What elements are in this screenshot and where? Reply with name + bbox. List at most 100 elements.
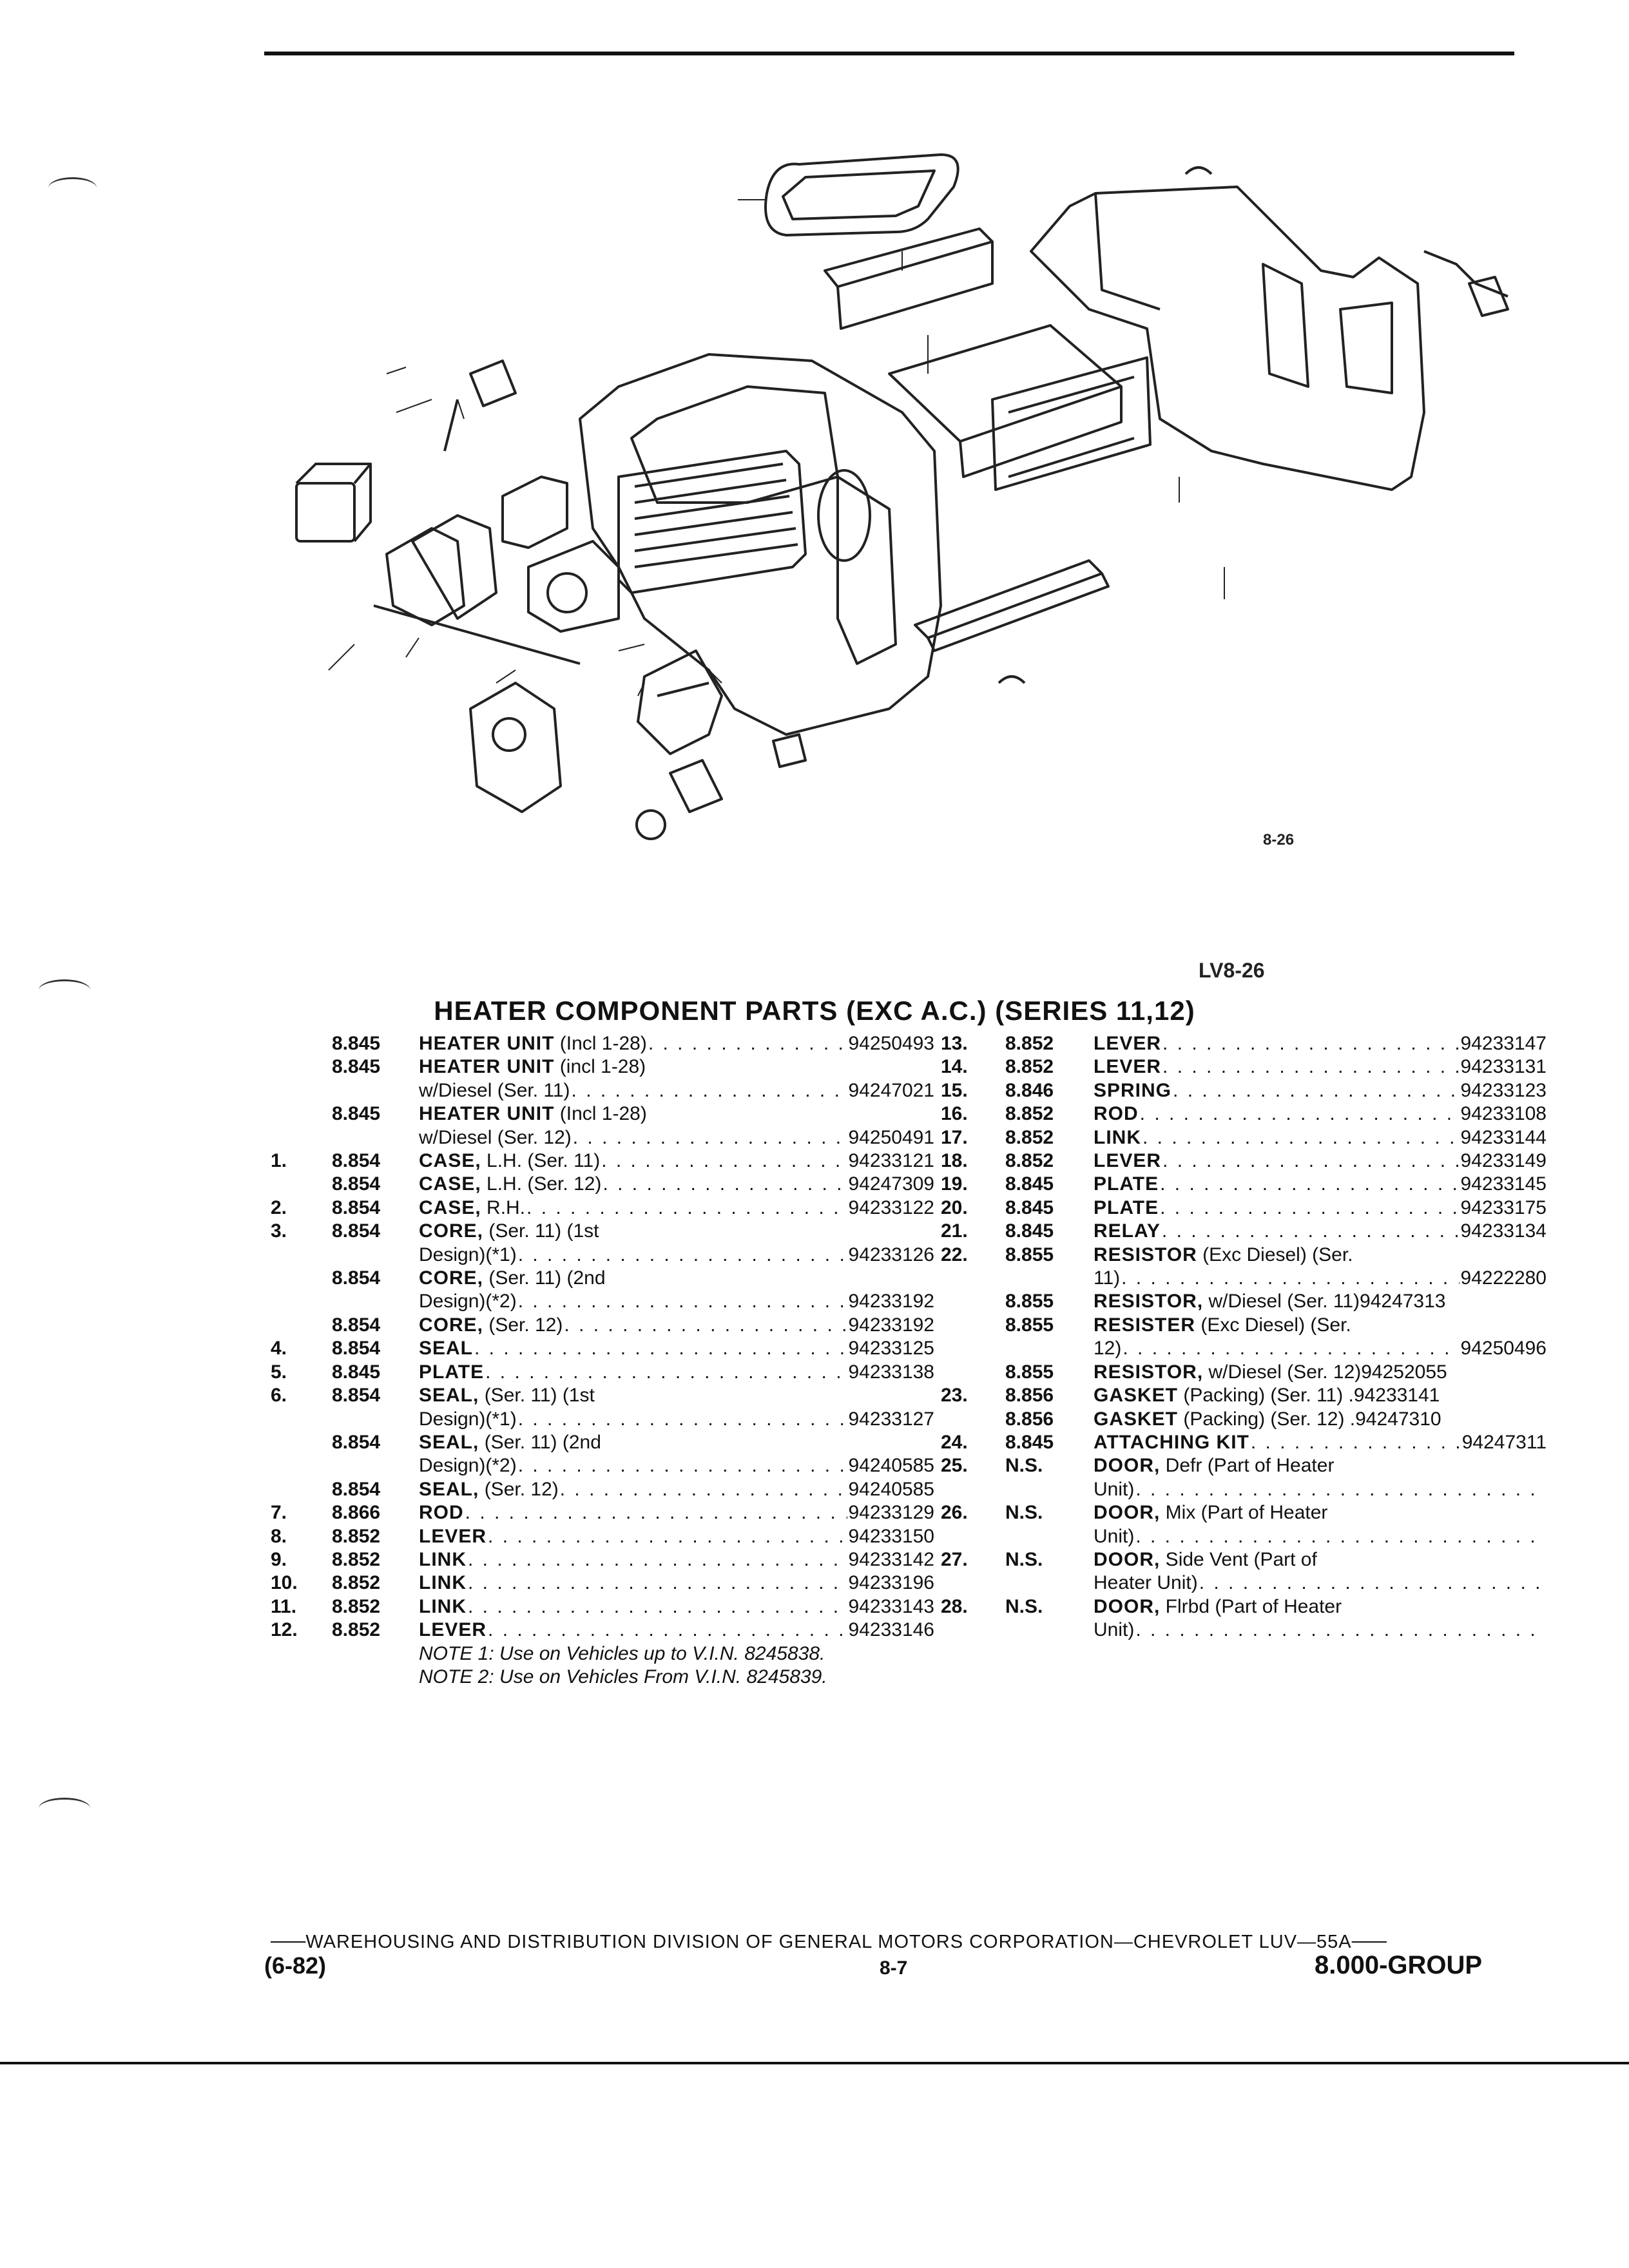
line-number: 20. bbox=[941, 1196, 968, 1218]
leader-dots: . . . . . . . . . . . . . . . . . . . . … bbox=[1161, 1220, 1460, 1242]
part-name: RESISTOR bbox=[1094, 1244, 1197, 1265]
part-number: 94233145 bbox=[1460, 1173, 1547, 1195]
description-line: PLATE. . . . . . . . . . . . . . . . . .… bbox=[1094, 1196, 1547, 1220]
description-line: Unit). . . . . . . . . . . . . . . . . .… bbox=[1094, 1478, 1547, 1501]
line-number: 18. bbox=[941, 1150, 968, 1172]
description-line: CASE, L.H. (Ser. 11). . . . . . . . . . … bbox=[419, 1149, 934, 1173]
line-number: 3. bbox=[271, 1220, 287, 1242]
part-description: LEVER. . . . . . . . . . . . . . . . . .… bbox=[1094, 1149, 1547, 1173]
part-description: ROD. . . . . . . . . . . . . . . . . . .… bbox=[1094, 1102, 1547, 1126]
part-detail: (Ser. 11) (2nd bbox=[479, 1431, 601, 1453]
description-line: LEVER. . . . . . . . . . . . . . . . . .… bbox=[419, 1525, 934, 1548]
part-name: CORE, bbox=[419, 1220, 484, 1242]
description-line: RESISTOR, w/Diesel (Ser. 11)94247313 bbox=[1094, 1290, 1547, 1313]
description-line: DOOR, Mix (Part of Heater bbox=[1094, 1501, 1547, 1524]
part-number: 94233121 bbox=[848, 1150, 934, 1172]
leader-dots: . . . . . . . . . . . . . . . . . . . . … bbox=[517, 1244, 847, 1265]
scan-mark bbox=[48, 177, 97, 198]
line-number: 7. bbox=[271, 1502, 287, 1524]
group-number: 8.854 bbox=[332, 1478, 381, 1500]
part-number: 94233144 bbox=[1460, 1126, 1547, 1148]
group-number: 8.845 bbox=[332, 1103, 381, 1125]
description-line: SPRING. . . . . . . . . . . . . . . . . … bbox=[1094, 1079, 1547, 1102]
part-description: SPRING. . . . . . . . . . . . . . . . . … bbox=[1094, 1079, 1547, 1102]
part-description: RESISTOR (Exc Diesel) (Ser.11). . . . . … bbox=[1094, 1244, 1547, 1291]
part-name: CASE, bbox=[419, 1150, 481, 1172]
part-description: LEVER. . . . . . . . . . . . . . . . . .… bbox=[419, 1525, 934, 1548]
leader-dots: . . . . . . . . . . . . . . . . . . . . … bbox=[474, 1338, 847, 1360]
part-name: PLATE bbox=[1094, 1173, 1159, 1195]
description-line: DOOR, Side Vent (Part of bbox=[1094, 1548, 1547, 1571]
part-name: RESISTOR, bbox=[1094, 1291, 1204, 1312]
part-detail: w/Diesel (Ser. 11)94247313 bbox=[1203, 1291, 1446, 1312]
description-line: CORE, (Ser. 11) (2nd bbox=[419, 1267, 934, 1290]
part-name: LEVER bbox=[419, 1525, 487, 1547]
description-line: HEATER UNIT (Incl 1-28). . . . . . . . .… bbox=[419, 1032, 934, 1055]
part-detail: (Exc Diesel) (Ser. bbox=[1195, 1314, 1351, 1336]
group-number: N.S. bbox=[1005, 1502, 1043, 1524]
part-detail: Mix (Part of Heater bbox=[1160, 1502, 1328, 1524]
description-line: 12). . . . . . . . . . . . . . . . . . .… bbox=[1094, 1337, 1547, 1360]
part-number: 94233127 bbox=[848, 1408, 934, 1430]
leader-dots: . . . . . . . . . . . . . . . . . . . . … bbox=[1160, 1173, 1460, 1195]
part-number: 94247311 bbox=[1461, 1431, 1547, 1453]
part-description: LINK. . . . . . . . . . . . . . . . . . … bbox=[419, 1548, 934, 1571]
leader-dots: . . . . . . . . . . . . . . . . . . . . … bbox=[648, 1033, 847, 1054]
parts-row: 8.845 HEATER UNIT (Incl 1-28). . . . . . … bbox=[258, 1032, 934, 1055]
group-number: 8.845 bbox=[332, 1033, 381, 1054]
part-name: DOOR, bbox=[1094, 1455, 1161, 1477]
line-number bbox=[258, 1173, 332, 1196]
part-number: 94222280 bbox=[1460, 1267, 1547, 1289]
part-number: 94233108 bbox=[1460, 1103, 1547, 1125]
leader-dots: . . . . . . . . . . . . . . . . . . . . … bbox=[602, 1173, 847, 1195]
scan-mark bbox=[39, 979, 90, 1001]
description-line: LINK. . . . . . . . . . . . . . . . . . … bbox=[1094, 1126, 1547, 1149]
footnote: NOTE 2: Use on Vehicles From V.I.N. 8245… bbox=[419, 1666, 827, 1687]
part-name: GASKET bbox=[1094, 1408, 1179, 1430]
part-detail: (Ser. 11) (1st bbox=[479, 1385, 595, 1407]
bottom-rule bbox=[0, 2062, 1629, 2064]
description-line: Design)(*2). . . . . . . . . . . . . . .… bbox=[419, 1454, 934, 1477]
leader-dots: . . . . . . . . . . . . . . . . . . . . … bbox=[601, 1150, 847, 1172]
group-number: 8.854 bbox=[332, 1267, 381, 1289]
part-detail: Design)(*2) bbox=[419, 1291, 517, 1312]
leader-dots: . . . . . . . . . . . . . . . . . . . . … bbox=[559, 1478, 847, 1500]
leader-dots: . . . . . . . . . . . . . . . . . . . . … bbox=[488, 1525, 847, 1547]
part-number: 94247309 bbox=[848, 1173, 934, 1195]
part-number: 94233192 bbox=[848, 1314, 934, 1336]
part-detail: (Packing) (Ser. 12) .94247310 bbox=[1178, 1408, 1441, 1430]
part-number: 94233146 bbox=[848, 1619, 934, 1641]
description-line: ROD. . . . . . . . . . . . . . . . . . .… bbox=[419, 1501, 934, 1524]
group-number: 8.852 bbox=[332, 1595, 381, 1617]
part-name: DOOR, bbox=[1094, 1595, 1161, 1617]
group-number: 8.855 bbox=[1005, 1361, 1054, 1383]
leader-dots: . . . . . . . . . . . . . . . . . . . . … bbox=[468, 1548, 847, 1570]
part-name: LEVER bbox=[1094, 1033, 1162, 1054]
leader-dots: . . . . . . . . . . . . . . . . . . . . … bbox=[526, 1196, 847, 1218]
part-name: RESISTER bbox=[1094, 1314, 1196, 1336]
line-number: 6. bbox=[271, 1385, 287, 1407]
description-line: ROD. . . . . . . . . . . . . . . . . . .… bbox=[1094, 1102, 1547, 1126]
part-description: ROD. . . . . . . . . . . . . . . . . . .… bbox=[419, 1501, 934, 1524]
leader-dots: . . . . . . . . . . . . . . . . . . . . … bbox=[1199, 1572, 1545, 1594]
part-description: PLATE. . . . . . . . . . . . . . . . . .… bbox=[1094, 1196, 1547, 1220]
part-description: LINK. . . . . . . . . . . . . . . . . . … bbox=[1094, 1126, 1547, 1149]
part-number: 94233147 bbox=[1460, 1033, 1547, 1054]
group-number: 8.854 bbox=[332, 1150, 381, 1172]
group-number: 8.854 bbox=[332, 1314, 381, 1336]
part-detail: Defr (Part of Heater bbox=[1160, 1455, 1335, 1477]
line-number: 16. bbox=[941, 1103, 968, 1125]
